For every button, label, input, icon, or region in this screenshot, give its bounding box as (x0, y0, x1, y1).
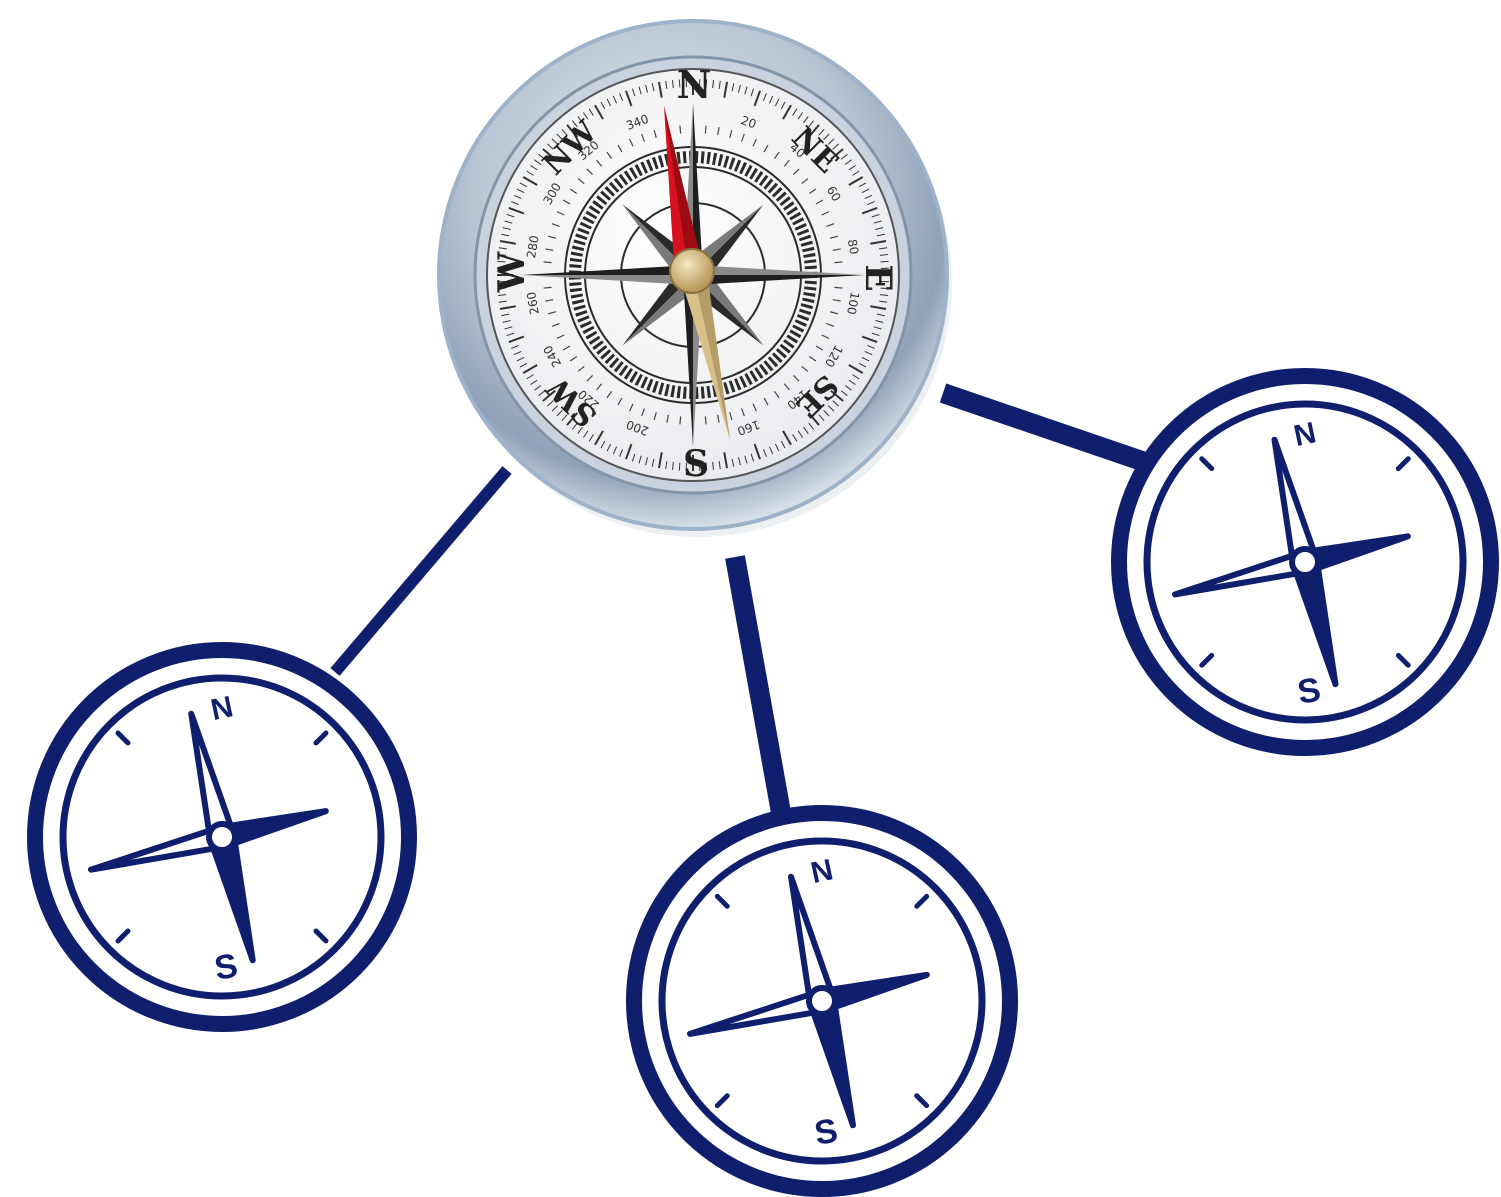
label-n: N (677, 62, 712, 107)
degree-label: 80 (845, 238, 861, 255)
connector-middle (735, 557, 782, 818)
connector-right (943, 393, 1145, 462)
compass-inner-tick (834, 287, 842, 288)
compass-inner-tick (834, 262, 842, 263)
needle-hub (670, 249, 714, 293)
connector-left (335, 470, 507, 672)
main-compass-icon: 2040608010012014016020022024026028030032… (439, 21, 952, 537)
compass-tick (679, 463, 680, 471)
small-compass-hub (209, 824, 235, 850)
compass-inner-tick (544, 287, 552, 288)
small-compass-hub (1292, 549, 1318, 575)
small-compass-hub (809, 988, 835, 1014)
small-compass-icon: NS (634, 813, 1010, 1189)
compass-tick (881, 261, 889, 262)
label-e: E (857, 264, 899, 291)
compass-inner-tick (544, 262, 552, 263)
label-w: W (491, 251, 533, 293)
small-compass-icon: NS (1119, 376, 1491, 748)
compass-inner-tick (680, 126, 681, 134)
small-compass-icon: NS (35, 650, 409, 1024)
compass-inner-tick (680, 416, 681, 424)
compass-inner-tick (705, 416, 706, 424)
compass-inner-tick (705, 126, 706, 134)
label-s: S (683, 443, 709, 485)
